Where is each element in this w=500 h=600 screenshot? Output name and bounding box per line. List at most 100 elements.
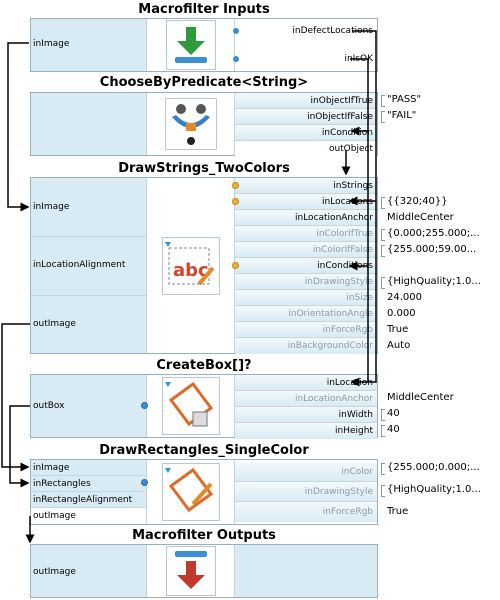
port-inColor[interactable]: inColor (235, 462, 377, 482)
choose-left-pane (31, 93, 147, 155)
create-box-left-pane: outBox (31, 375, 147, 437)
port-inLocations[interactable]: inLocations (235, 194, 377, 210)
port-inRectangleAlignment[interactable]: inRectangleAlignment (31, 492, 146, 508)
port-inLocationAlignment[interactable]: inLocationAlignment (33, 260, 126, 270)
wire-outimage (1, 323, 30, 472)
value-bracket (381, 409, 385, 421)
value-bracket (381, 277, 385, 289)
value-inHeight[interactable]: 40 (387, 424, 400, 435)
value-inSize[interactable]: 24.000 (387, 292, 422, 303)
inputs-left-pane: inImage (31, 19, 147, 71)
port-inForceRgb[interactable]: inForceRgb (235, 322, 377, 338)
port-inBackgroundColor[interactable]: inBackgroundColor (235, 338, 377, 354)
value-bracket (381, 197, 385, 209)
draw-rects-left-pane: inImage inRectangles inRectangleAlignmen… (31, 460, 147, 524)
wire-inimage (7, 42, 30, 212)
choose-icon-cell (147, 93, 235, 155)
value-inColorIfFalse[interactable]: {255.000;59.00... (387, 244, 477, 255)
port-inDefectLocations[interactable]: inDefectLocations (235, 23, 377, 39)
port-inRectangles[interactable]: inRectangles (31, 476, 146, 492)
create-box-right-pane: inLocation inLocationAnchor inWidth inHe… (235, 375, 377, 439)
value-inLocationAnchor[interactable]: MiddleCenter (387, 212, 454, 223)
port-dot-inStrings (232, 182, 239, 189)
draw-strings-right-pane: inStrings inLocations inLocationAnchor i… (235, 178, 377, 354)
outputs-title: Macrofilter Outputs (132, 528, 276, 543)
port-dot-inConditions (232, 262, 239, 269)
port-dot-inLocations (232, 198, 239, 205)
value-inColorIfTrue[interactable]: {0.000;255.000;... (387, 228, 480, 239)
port-inColorIfFalse[interactable]: inColorIfFalse (235, 242, 377, 258)
port-dot-outBox (141, 402, 148, 409)
value-bracket (381, 463, 385, 475)
port-inDrawingStyle[interactable]: inDrawingStyle (235, 482, 377, 502)
value-inColor[interactable]: {255.000;0.000;... (387, 462, 480, 473)
port-inHeight[interactable]: inHeight (235, 423, 377, 439)
port-outImage[interactable]: outImage (33, 319, 76, 329)
port-outObject[interactable]: outObject (235, 141, 377, 157)
port-outBox[interactable]: outBox (33, 401, 65, 411)
port-inOrientationAngle[interactable]: inOrientationAngle (235, 306, 377, 322)
port-inIsOK[interactable]: inIsOK (235, 51, 377, 67)
draw-strings-left-pane: inImage inLocationAlignment outImage (31, 178, 147, 353)
port-inDrawingStyle[interactable]: inDrawingStyle (235, 274, 377, 290)
port-inColorIfTrue[interactable]: inColorIfTrue (235, 226, 377, 242)
draw-strings-block[interactable]: inImage inLocationAlignment outImage abc… (30, 177, 378, 354)
draw-rects-title: DrawRectangles_SingleColor (99, 443, 309, 458)
choose-title: ChooseByPredicate<String> (99, 75, 309, 90)
port-inImage[interactable]: inImage (33, 202, 70, 212)
value-bracket (381, 245, 385, 257)
value-inLocationAnchor[interactable]: MiddleCenter (387, 392, 454, 403)
draw-rects-block[interactable]: inImage inRectangles inRectangleAlignmen… (30, 459, 378, 525)
port-inImage[interactable]: inImage (31, 460, 146, 476)
value-inLocations[interactable]: {{320;40}} (387, 196, 448, 207)
create-box-title: CreateBox[]? (156, 358, 252, 373)
draw-strings-icon-cell: abc (147, 178, 235, 353)
output-arrow-icon (165, 546, 216, 596)
draw-text-abc-icon: abc (161, 236, 220, 295)
outputs-left-pane: outImage (31, 545, 147, 597)
value-bracket (381, 111, 385, 123)
port-outImage[interactable]: outImage (31, 508, 146, 524)
create-box-block[interactable]: outBox inLocation inLocationAnchor inWid… (30, 374, 378, 439)
port-inForceRgb[interactable]: inForceRgb (235, 502, 377, 522)
outputs-right-pane (235, 545, 377, 597)
value-inObjectIfTrue[interactable]: "PASS" (387, 94, 422, 105)
port-inImage[interactable]: inImage (33, 39, 70, 49)
draw-rectangle-icon (161, 463, 220, 521)
value-inDrawingStyle[interactable]: {HighQuality;1.0... (387, 276, 481, 287)
value-bracket (381, 425, 385, 437)
port-inLocationAnchor[interactable]: inLocationAnchor (235, 391, 377, 407)
port-outImage[interactable]: outImage (33, 567, 76, 577)
port-inConditions[interactable]: inConditions (235, 258, 377, 274)
create-box-icon (161, 377, 220, 435)
inputs-icon-cell (147, 19, 235, 71)
port-inLocation[interactable]: inLocation (235, 375, 377, 391)
value-inOrientationAngle[interactable]: 0.000 (387, 308, 416, 319)
port-inLocationAnchor[interactable]: inLocationAnchor (235, 210, 377, 226)
port-inCondition[interactable]: inCondition (235, 125, 377, 141)
value-inObjectIfFalse[interactable]: "FAIL" (387, 110, 417, 121)
value-inBackgroundColor[interactable]: Auto (387, 340, 411, 351)
port-inSize[interactable]: inSize (235, 290, 377, 306)
value-inDrawingStyle[interactable]: {HighQuality;1.0... (387, 484, 481, 495)
port-dot-inRectangles (141, 479, 148, 486)
port-inStrings[interactable]: inStrings (235, 178, 377, 194)
value-inForceRgb[interactable]: True (387, 506, 409, 517)
port-inObjectIfFalse[interactable]: inObjectIfFalse (235, 109, 377, 125)
outputs-block[interactable]: outImage (30, 544, 378, 598)
value-bracket (381, 229, 385, 241)
value-bracket (381, 95, 385, 107)
download-arrow-icon (165, 20, 216, 70)
wire-outbox (9, 405, 30, 488)
value-bracket (381, 485, 385, 497)
choose-block[interactable]: inObjectIfTrue inObjectIfFalse inConditi… (30, 92, 378, 157)
value-inWidth[interactable]: 40 (387, 408, 400, 419)
inputs-block[interactable]: inImage inDefectLocations inIsOK (30, 18, 378, 72)
port-inWidth[interactable]: inWidth (235, 407, 377, 423)
create-box-icon-cell (147, 375, 235, 437)
svg-text:abc: abc (173, 260, 209, 281)
port-inObjectIfTrue[interactable]: inObjectIfTrue (235, 93, 377, 109)
inputs-right-pane: inDefectLocations inIsOK (235, 19, 377, 71)
draw-strings-title: DrawStrings_TwoColors (118, 161, 290, 176)
value-inForceRgb[interactable]: True (387, 324, 409, 335)
